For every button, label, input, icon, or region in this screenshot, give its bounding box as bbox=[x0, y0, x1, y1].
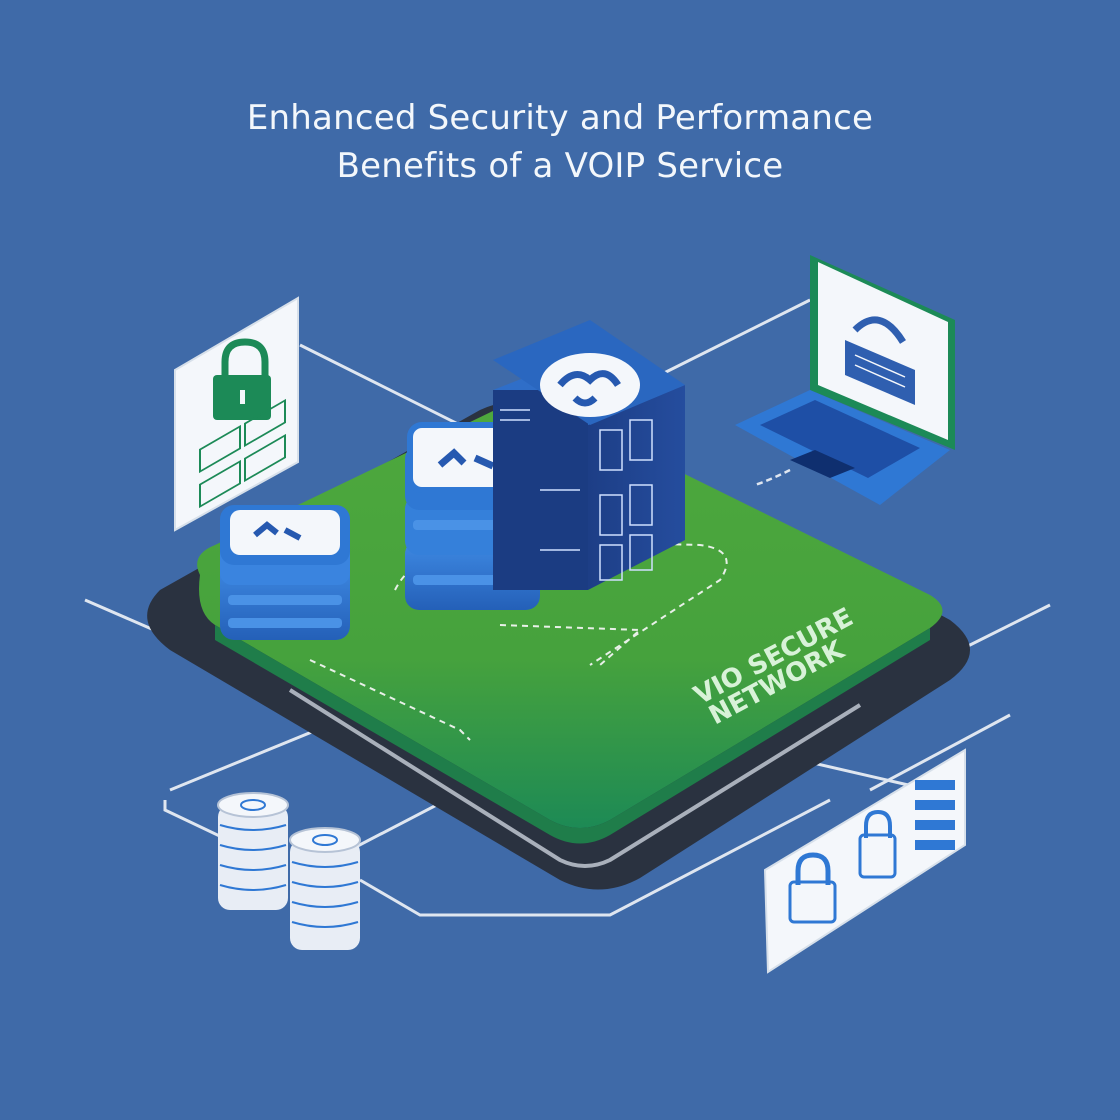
secure-network-platform: VIO SECURE NETWORK bbox=[147, 401, 971, 890]
database-icon bbox=[217, 792, 361, 950]
title-line-1: Enhanced Security and Performance bbox=[246, 98, 874, 138]
laptop-lock-icon bbox=[735, 255, 955, 505]
padlock-panel-icon bbox=[174, 296, 299, 532]
title-line-2: Benefits of a VOIP Service bbox=[336, 146, 784, 186]
server-stack-icon bbox=[220, 505, 350, 640]
globe-cube-icon bbox=[493, 320, 685, 590]
lock-documents-icon bbox=[763, 748, 966, 974]
